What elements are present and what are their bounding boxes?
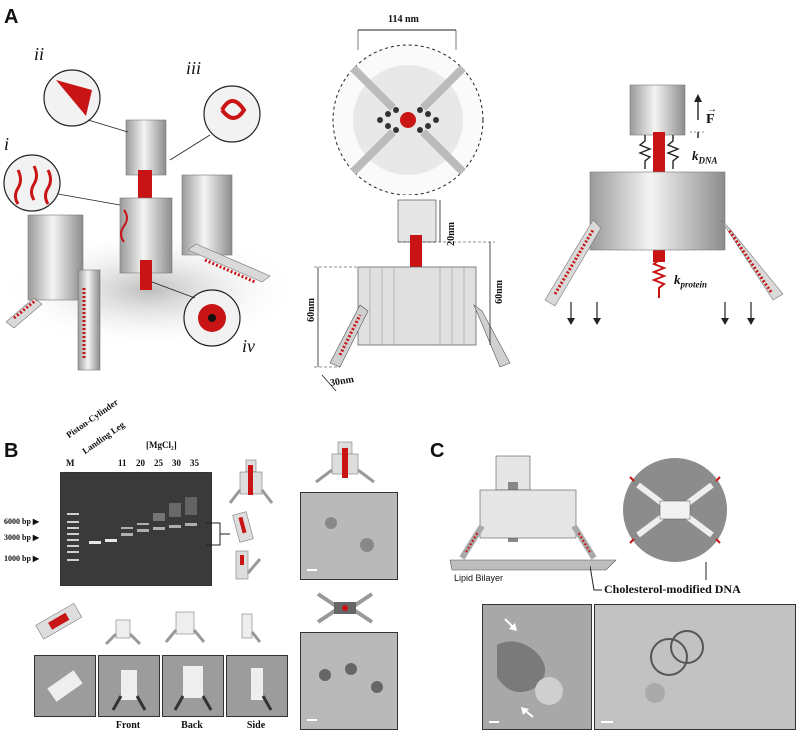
dimension-60nm-right: 60nm (494, 280, 505, 304)
panel-c-bilayer-illustration (449, 455, 617, 571)
bp-label-1000: 1000 bp ▶ (4, 554, 40, 563)
tem-image-top-view (300, 632, 398, 730)
panel-c-top-view-illustration (623, 458, 727, 562)
callout-label-iii: iii (186, 58, 202, 78)
panel-b-schematic-row (35, 602, 262, 646)
panel-a-top-view (332, 29, 484, 195)
view-label-front: Front (115, 720, 141, 731)
panel-b-schematic-top-view (316, 592, 374, 624)
mg-value-20: 20 (136, 458, 145, 468)
mg-value-11: 11 (118, 458, 127, 468)
mg-value-35: 35 (190, 458, 199, 468)
view-label-side: Side (246, 720, 266, 731)
tem-image-bilayer-2 (594, 604, 796, 730)
tem-image-back (162, 655, 224, 717)
callout-label-iv: iv (242, 336, 255, 356)
agarose-gel-image (60, 472, 212, 586)
cholesterol-leader-lines (590, 562, 707, 591)
force-label: F→ (706, 104, 717, 127)
mg-value-25: 25 (154, 458, 163, 468)
panel-a-spring-model (544, 84, 784, 325)
panel-b-schematic-top-right (315, 441, 375, 484)
cholesterol-dna-label: Cholesterol-modified DNA (604, 582, 741, 596)
k-protein-label: kprotein (674, 272, 708, 290)
lipid-bilayer-label: Lipid Bilayer (454, 573, 504, 583)
tem-image-front (98, 655, 160, 717)
mg-value-30: 30 (172, 458, 181, 468)
panel-a-letter: A (4, 6, 19, 28)
tem-image-side (226, 655, 288, 717)
bp-label-3000: 3000 bp ▶ (4, 533, 40, 542)
panel-c-letter: C (430, 440, 445, 462)
view-label-back: Back (181, 720, 203, 731)
bp-label-6000: 6000 bp ▶ (4, 517, 40, 526)
tem-image-side-view (300, 492, 398, 580)
tem-image-bilayer-1 (482, 604, 592, 730)
dimension-114nm: 114 nm (388, 14, 419, 25)
dimension-20nm: 20nm (446, 222, 457, 246)
panel-a-assembly-illustration (0, 69, 300, 371)
tem-image-piston (34, 655, 96, 717)
k-dna-label: kDNA (692, 148, 718, 166)
panel-b-schematic-column (206, 459, 274, 580)
panel-a-front-view (314, 199, 511, 392)
callout-label-i: i (4, 134, 10, 154)
callout-label-ii: ii (34, 44, 45, 64)
lane-label-marker: M (66, 458, 75, 468)
dimension-60nm-left: 60nm (306, 298, 317, 322)
panel-b-letter: B (4, 440, 19, 462)
lane-label-mgcl2: [MgCl₂] (146, 440, 177, 450)
